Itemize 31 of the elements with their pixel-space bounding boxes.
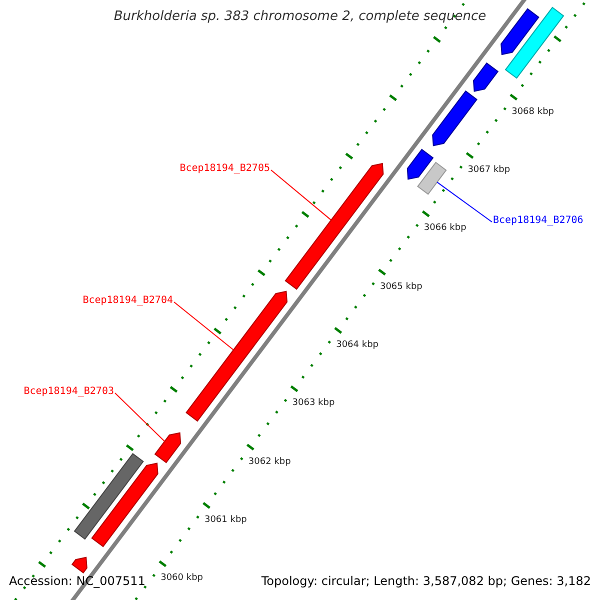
gene-segment	[417, 162, 447, 195]
gene-label: Bcep18194_B2703	[24, 386, 114, 397]
gene-segment	[154, 432, 182, 464]
gene-segment	[500, 8, 540, 56]
tick-label: 3064 kbp	[336, 340, 378, 350]
tick-label: 3067 kbp	[468, 164, 510, 175]
gene-segment	[91, 462, 158, 548]
gene-segment	[406, 148, 434, 180]
tick-label: 3065 kbp	[380, 282, 422, 292]
tick-label: 3061 kbp	[204, 514, 247, 525]
title: Burkholderia sp. 383 chromosome 2, complete sequence	[114, 9, 486, 24]
gene-segment	[74, 453, 144, 540]
tick-label: 3066 kbp	[424, 223, 466, 234]
leader-line	[436, 182, 492, 222]
leader-line	[114, 392, 166, 442]
gene-label: Bcep18194_B2706	[493, 215, 584, 226]
gene-label: Bcep18194_B2705	[180, 163, 270, 174]
leader-line	[174, 302, 234, 350]
gene-segment	[71, 556, 88, 574]
footer-text: Topology: circular; Length: 3,587,082 bp; Genes: 3,182	[261, 574, 591, 588]
gene-segment	[472, 62, 499, 92]
gene-label: Bcep18194_B2704	[82, 295, 173, 306]
gene-segment	[186, 290, 288, 422]
gene-segment	[504, 6, 564, 79]
tick-label: 3068 kbp	[512, 106, 554, 117]
footer-text: Accession: NC_007511	[9, 574, 146, 588]
tick-label: 3060 kbp	[160, 573, 203, 584]
gene-segment	[432, 90, 478, 146]
leader-line	[270, 170, 332, 221]
tick-label: 3063 kbp	[292, 398, 335, 408]
tick-label: 3062 kbp	[248, 456, 291, 466]
